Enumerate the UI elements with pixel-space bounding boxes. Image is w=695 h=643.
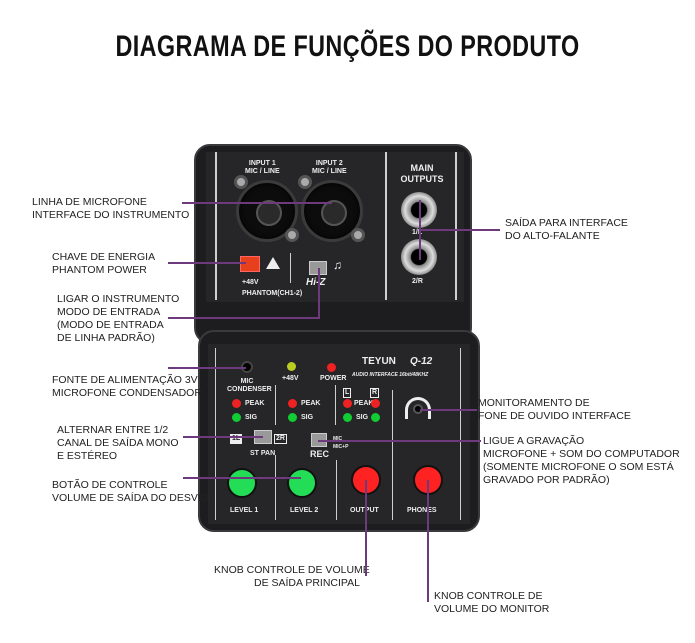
callout-line xyxy=(318,268,320,319)
screw xyxy=(234,175,248,189)
level1-label: LEVEL 1 xyxy=(230,507,259,514)
phantom-voltage-label: +48V xyxy=(242,279,259,286)
callout-line xyxy=(168,367,246,369)
pan-2r-label: 2R xyxy=(274,434,287,444)
callout-line xyxy=(183,436,263,438)
sig-label: SIG xyxy=(245,414,258,421)
page-title: DIAGRAMA DE FUNÇÕES DO PRODUTO xyxy=(115,30,580,63)
hi-z-label: Hi-Z xyxy=(306,277,326,288)
callout-hiz: LIGAR O INSTRUMENTO MODO DE ENTRADA (MOD… xyxy=(57,293,180,344)
phones-label: PHONES xyxy=(407,507,437,514)
brand-logo: TEYUN xyxy=(362,356,396,367)
phantom-led xyxy=(287,362,296,371)
screw xyxy=(285,228,299,242)
callout-line xyxy=(427,480,429,602)
screw xyxy=(351,228,365,242)
left-sig-led xyxy=(343,413,352,422)
mic-condenser-label: MIC CONDENSER xyxy=(227,378,272,393)
left-peak-led xyxy=(343,399,352,408)
peak-label: PEAK xyxy=(301,400,321,407)
callout-line xyxy=(168,317,320,319)
callout-line xyxy=(318,440,481,442)
ch2-peak-led xyxy=(288,399,297,408)
sig-label: SIG xyxy=(356,414,369,421)
main-outputs-label: MAIN OUTPUTS xyxy=(400,163,444,184)
input2-label: INPUT 2 MIC / LINE xyxy=(312,160,347,175)
callout-phantom: CHAVE DE ENERGIA PHANTOM POWER xyxy=(52,251,156,276)
callout-headphones: MONITORAMENTO DE FONE DE OUVIDO INTERFAC… xyxy=(478,397,631,422)
headphones-jack[interactable] xyxy=(405,397,431,419)
power-led xyxy=(327,363,336,372)
screw xyxy=(298,175,312,189)
left-channel-label: L xyxy=(343,388,352,398)
callout-rec: LIGUE A GRAVAÇÃO MICROFONE + SOM DO COMP… xyxy=(483,435,680,486)
callout-line xyxy=(420,409,477,411)
rec-label: REC xyxy=(310,449,330,459)
model-label: Q-12 xyxy=(410,356,433,367)
callout-pan: ALTERNAR ENTRE 1/2 CANAL DE SAÍDA MONO E… xyxy=(57,424,179,462)
sig-label: SIG xyxy=(301,414,314,421)
callout-main-knob: KNOB CONTROLE DE VOLUME DE SAÍDA PRINCIP… xyxy=(214,564,370,589)
callout-line xyxy=(168,262,246,264)
callout-level: BOTÃO DE CONTROLE VOLUME DE SAÍDA DO DES… xyxy=(52,479,209,504)
callout-mic-line: LINHA DE MICROFONE INTERFACE DO INSTRUME… xyxy=(32,196,190,221)
rec-micp-label: MIC+P xyxy=(333,444,349,450)
level2-label: LEVEL 2 xyxy=(290,507,319,514)
callout-line xyxy=(183,477,301,479)
callout-line xyxy=(182,202,332,204)
ch2-sig-led xyxy=(288,413,297,422)
right-channel-label: R xyxy=(370,388,380,398)
peak-label: PEAK xyxy=(354,400,374,407)
level1-knob[interactable] xyxy=(227,468,257,498)
out1-label: 1/L xyxy=(412,229,423,236)
guitar-icon: ♫ xyxy=(333,258,342,272)
phantom-led-label: +48V xyxy=(282,375,299,382)
out2-label: 2/R xyxy=(412,278,423,285)
callout-monitor-knob: KNOB CONTROLE DE VOLUME DO MONITOR xyxy=(434,590,550,615)
right-peak-led xyxy=(371,399,380,408)
level2-knob[interactable] xyxy=(287,468,317,498)
phantom-label: PHANTOM(CH1-2) xyxy=(242,290,303,297)
input1-label: INPUT 1 MIC / LINE xyxy=(245,160,280,175)
phantom-power-switch[interactable] xyxy=(240,256,260,272)
ch1-sig-led xyxy=(232,413,241,422)
pan-1l-label: 1L xyxy=(230,434,243,444)
ch1-peak-led xyxy=(232,399,241,408)
callout-line xyxy=(419,229,500,231)
warning-icon xyxy=(266,257,280,269)
rec-mic-label: MIC xyxy=(333,436,343,442)
interface-subtitle: AUDIO INTERFACE 16bit/48KHZ xyxy=(352,372,429,378)
callout-mic-power: FONTE DE ALIMENTAÇÃO 3V MICROFONE CONDEN… xyxy=(52,374,202,399)
peak-label: PEAK xyxy=(245,400,265,407)
output-label: OUTPUT xyxy=(350,507,379,515)
right-sig-led xyxy=(371,413,380,422)
callout-outputs: SAÍDA PARA INTERFACE DO ALTO-FALANTE xyxy=(505,217,628,242)
st-pan-label: ST PAN xyxy=(250,450,276,457)
callout-line xyxy=(365,480,367,576)
input1-combo-jack[interactable] xyxy=(236,180,298,242)
power-led-label: POWER xyxy=(320,375,347,382)
